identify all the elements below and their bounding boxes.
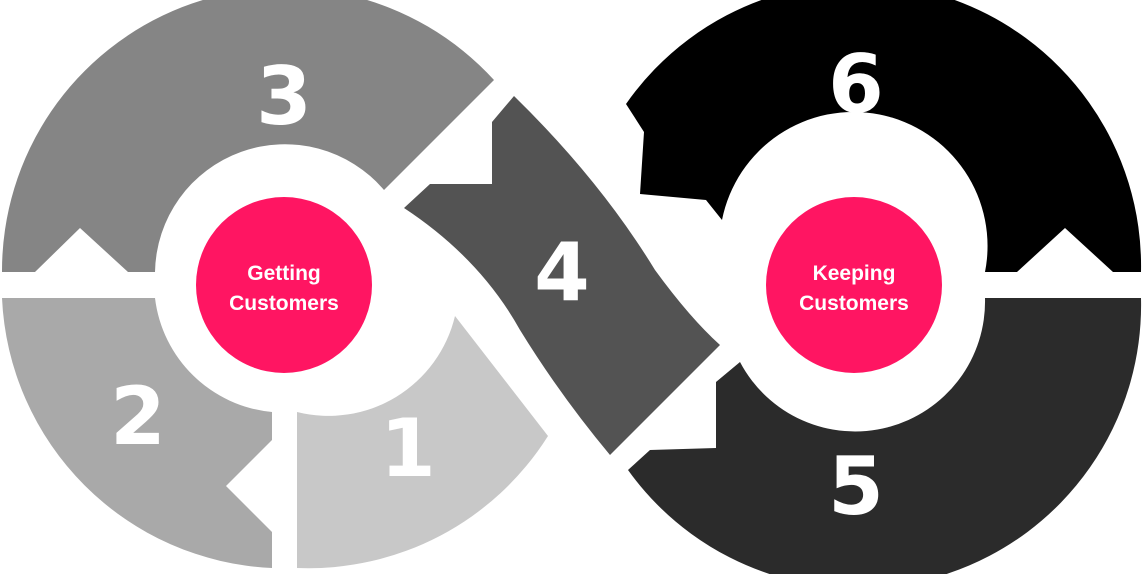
segment-3 <box>1 0 494 272</box>
segment-3-label: 3 <box>256 50 312 143</box>
right-hub-line2: Customers <box>799 292 909 315</box>
left-hub-line1: Getting <box>247 262 321 285</box>
segment-6-label: 6 <box>828 38 884 131</box>
segment-6 <box>626 0 1142 272</box>
left-hub-line2: Customers <box>229 292 339 315</box>
segment-1 <box>297 316 548 569</box>
segment-2-label: 2 <box>110 370 166 463</box>
segment-4-label: 4 <box>534 226 590 319</box>
segment-1-label: 1 <box>380 402 436 495</box>
segment-2 <box>2 298 272 568</box>
right-hub-line1: Keeping <box>813 262 896 285</box>
left-hub-circle <box>196 197 372 373</box>
segment-5 <box>628 298 1142 574</box>
right-hub-circle <box>766 197 942 373</box>
segment-5-label: 5 <box>828 440 884 533</box>
segment-4 <box>404 96 720 455</box>
